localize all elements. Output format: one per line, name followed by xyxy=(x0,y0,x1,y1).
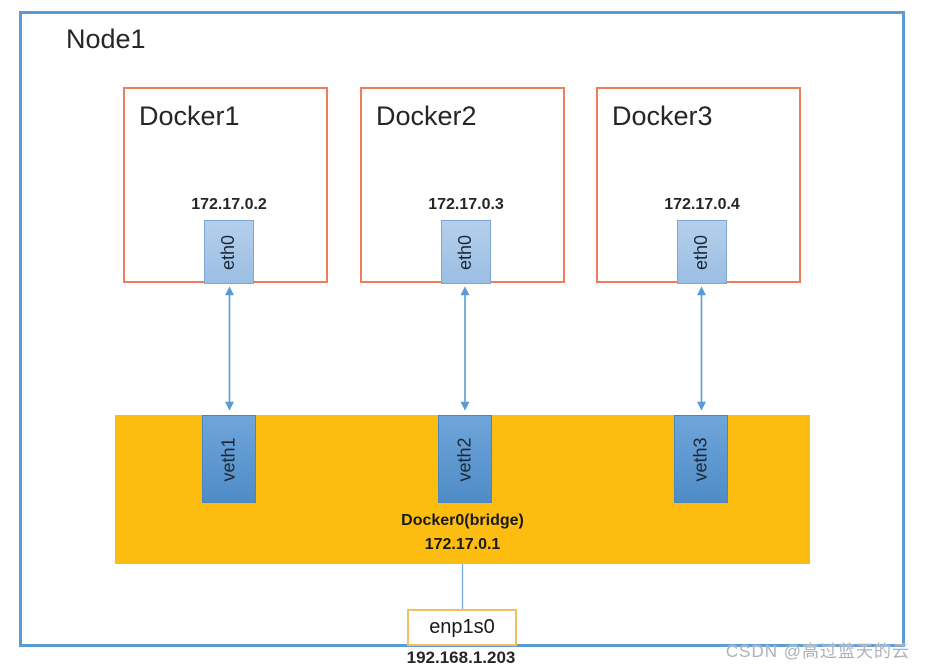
csdn-watermark: CSDN @高过蓝天的云 xyxy=(725,642,910,661)
docker3-eth0-label: eth0 xyxy=(691,234,712,270)
host-ip: 192.168.1.203 xyxy=(406,648,516,667)
bridge-label: Docker0(bridge) 172.17.0.1 xyxy=(115,509,810,557)
bridge-ip: 172.17.0.1 xyxy=(424,536,501,553)
docker2-title: Docker2 xyxy=(376,101,477,131)
docker3-box: Docker3 172.17.0.4 eth0 xyxy=(596,87,801,284)
docker1-ip: 172.17.0.2 xyxy=(191,196,267,213)
node1-label: Node1 xyxy=(66,24,146,54)
enp1s0-label: enp1s0 xyxy=(429,616,495,638)
docker2-eth0-label: eth0 xyxy=(455,234,476,270)
veth2-box: veth2 xyxy=(438,415,492,503)
docker2-eth0-box: eth0 xyxy=(441,220,491,284)
docker2-box: Docker2 172.17.0.3 eth0 xyxy=(360,87,565,284)
docker1-box: Docker1 172.17.0.2 eth0 xyxy=(123,87,328,284)
veth3-label: veth3 xyxy=(690,436,711,482)
docker1-eth0-box: eth0 xyxy=(204,220,254,284)
veth3-box: veth3 xyxy=(674,415,728,503)
veth1-box: veth1 xyxy=(202,415,256,503)
veth2-label: veth2 xyxy=(454,436,475,482)
docker3-title: Docker3 xyxy=(612,101,713,131)
docker3-eth0-box: eth0 xyxy=(677,220,727,284)
docker3-ip: 172.17.0.4 xyxy=(664,196,740,213)
enp1s0-box: enp1s0 xyxy=(407,609,517,646)
veth1-label: veth1 xyxy=(218,436,239,482)
docker1-eth0-label: eth0 xyxy=(218,234,239,270)
docker1-title: Docker1 xyxy=(139,101,240,131)
docker2-ip: 172.17.0.3 xyxy=(428,196,504,213)
bridge-name: Docker0(bridge) xyxy=(401,512,524,529)
